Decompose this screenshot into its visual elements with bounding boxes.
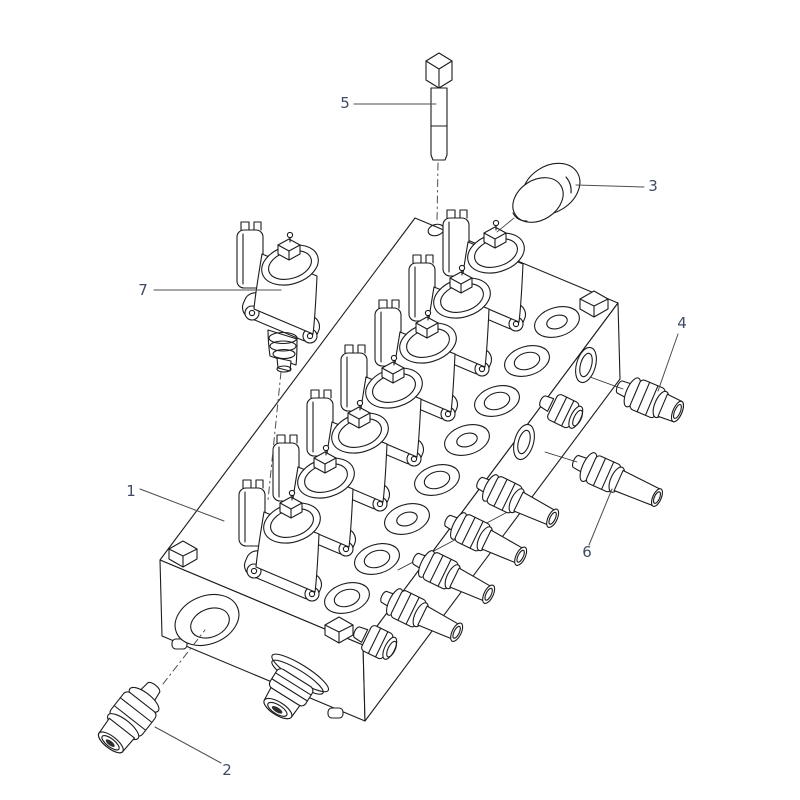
callout-1: 1 <box>126 482 136 500</box>
callout-5: 5 <box>340 94 350 112</box>
fitting-2 <box>97 681 161 754</box>
cap-plug <box>496 162 581 233</box>
callout-7: 7 <box>138 281 148 299</box>
side-oval-ports <box>513 346 597 461</box>
callout-6: 6 <box>582 543 592 561</box>
fitting-6 <box>572 452 663 507</box>
front-oval-port <box>174 593 240 647</box>
manifold-block <box>159 209 621 722</box>
callout-4: 4 <box>677 314 687 332</box>
callout-2: 2 <box>222 761 232 779</box>
callout-3: 3 <box>648 177 658 195</box>
assembly-lines <box>162 162 624 685</box>
fitting-4 <box>615 377 684 423</box>
mount-foot <box>327 707 344 719</box>
callouts: 1 2 3 4 5 6 7 <box>126 94 687 779</box>
hex-bolt <box>425 52 453 161</box>
leader-lines <box>139 103 679 764</box>
solenoid-valve-loose <box>236 221 324 373</box>
port-fitting-installed <box>263 653 330 720</box>
